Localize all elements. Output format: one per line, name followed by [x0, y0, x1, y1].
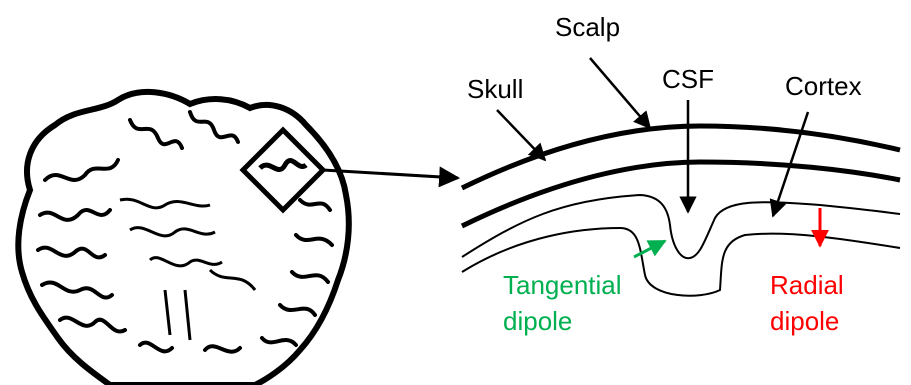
skull-pointer: [497, 110, 545, 160]
skull-label: Skull: [467, 74, 523, 104]
csf-label: CSF: [662, 64, 714, 94]
cortex-label: Cortex: [785, 71, 862, 101]
tangential-dipole-label-line2: dipole: [503, 306, 572, 336]
scalp-pointer: [590, 58, 650, 128]
radial-dipole-label-line1: Radial: [770, 270, 844, 300]
scalp-layer: [462, 126, 900, 188]
brain-coronal-section: [18, 92, 349, 385]
skull-layer: [462, 162, 900, 226]
tangential-dipole-label-line1: Tangential: [503, 270, 622, 300]
scalp-label: Scalp: [555, 12, 620, 42]
radial-dipole-label-line2: dipole: [770, 306, 839, 336]
cortex-outer-surface: [462, 195, 900, 258]
